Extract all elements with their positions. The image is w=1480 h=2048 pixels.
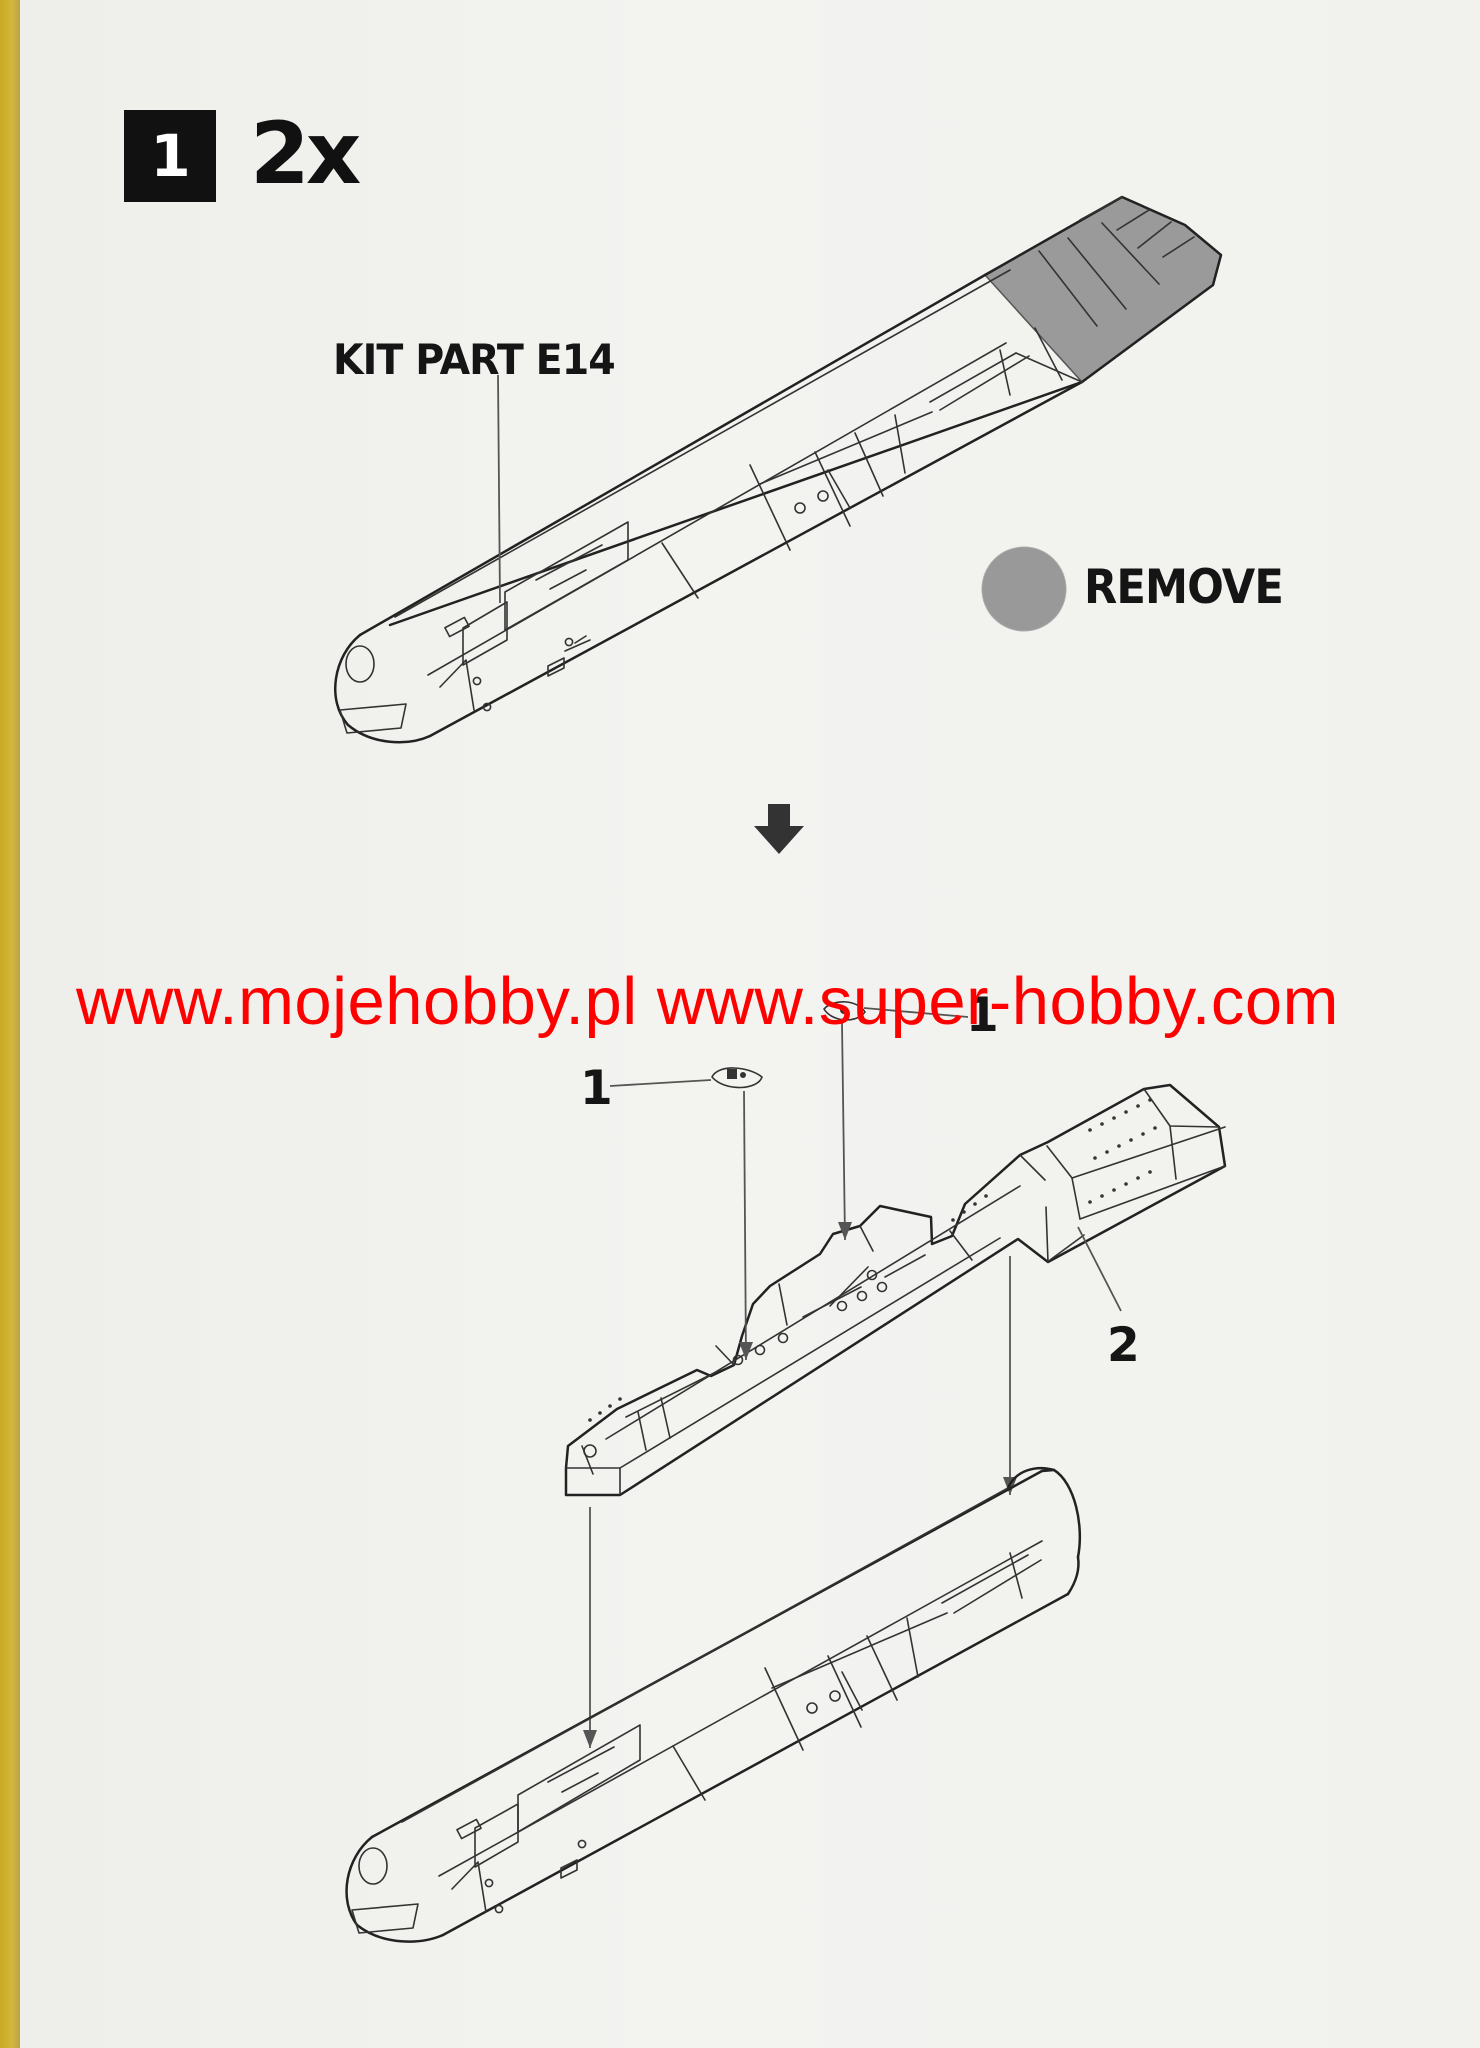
kit-part-e14-drawing — [334, 195, 1223, 744]
watermark-text: www.mojehobby.pl www.super-hobby.com — [76, 964, 1339, 1039]
lower-housing-drawing — [345, 1466, 1082, 1943]
remove-legend-swatch — [981, 546, 1067, 632]
callout-part-2: 2 — [1107, 1318, 1140, 1373]
callout-part-1-right: 1 — [966, 988, 999, 1043]
callout-part-1-left: 1 — [580, 1061, 613, 1116]
small-part-1-right — [823, 1001, 866, 1021]
resin-insert-drawing — [564, 1083, 1227, 1497]
arrow-down-icon — [754, 804, 804, 854]
step-multiplier: 2x — [250, 104, 361, 204]
kit-part-label: KIT PART E14 — [333, 335, 616, 384]
small-part-1-left — [711, 1067, 763, 1089]
remove-label: REMOVE — [1084, 560, 1284, 615]
step-number-badge: 1 — [124, 110, 216, 202]
paper-yellow-edge — [0, 0, 20, 2048]
instruction-page — [20, 0, 1480, 2048]
